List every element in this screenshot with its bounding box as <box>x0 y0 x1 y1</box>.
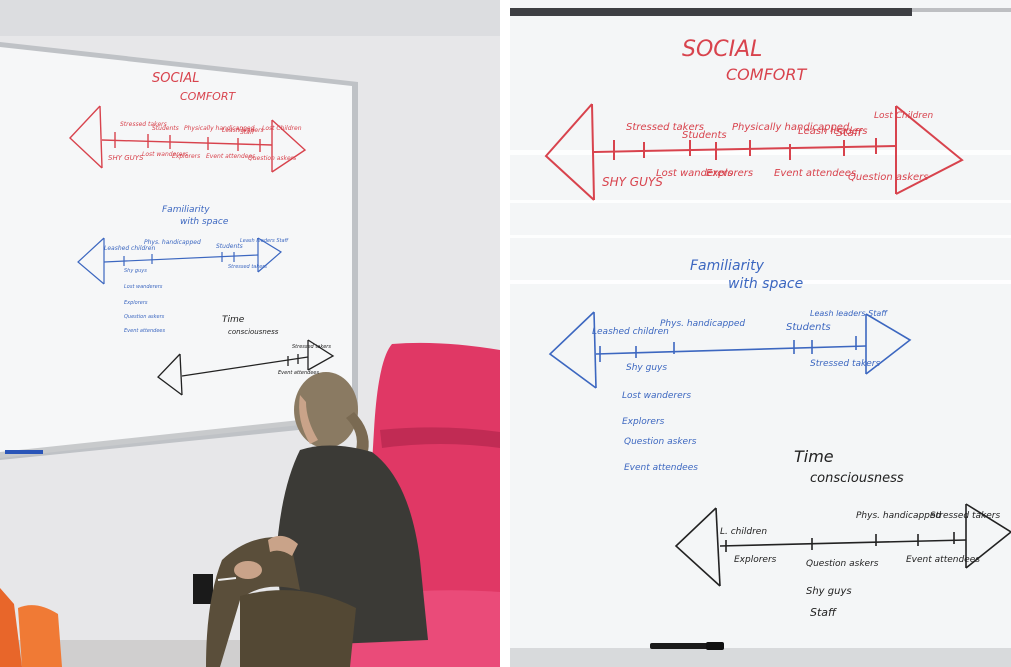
sc-top-0-closeup: Stressed takers <box>626 122 704 133</box>
fam-title-2-closeup: with space <box>728 276 803 292</box>
right-photo: SOCIAL COMFORT Stressed takers Students … <box>510 0 1011 667</box>
sc-top-5-closeup: Lost Children <box>874 111 934 121</box>
fam-title-1-closeup: Familiarity <box>690 258 765 274</box>
fam-top-1: Phys. handicapped <box>144 239 201 246</box>
sc-bot-0: SHY GUYS <box>108 154 144 162</box>
sc-bot-3: Event attendees <box>206 153 255 160</box>
sc-top-3-closeup: Leash leaders <box>798 126 867 137</box>
left-photo: SOCIAL COMFORT Stressed takers Students … <box>0 0 500 667</box>
sc-top-3: Leash leaders <box>222 127 264 134</box>
seated-person <box>206 372 428 667</box>
time-bot-2: Event attendees <box>278 370 319 376</box>
fam-top-1-closeup: Phys. handicapped <box>660 319 745 329</box>
fam-list-0-closeup: Shy guys <box>626 363 667 373</box>
fam-top-2: Students <box>216 243 243 250</box>
sc-top-1-closeup: Students <box>682 130 727 141</box>
time-title-2: consciousness <box>228 328 279 336</box>
time-top-1-closeup: Stressed takers <box>930 511 1000 521</box>
fam-list-4-closeup: Event attendees <box>624 463 698 473</box>
time-top-1: Stressed takers <box>292 344 331 350</box>
time-title-1: Time <box>222 315 245 325</box>
fam-top-2-closeup: Students <box>786 322 831 333</box>
sc-title-2: COMFORT <box>180 90 236 103</box>
sc-bot-3-closeup: Event attendees <box>774 168 856 179</box>
sc-top-1: Students <box>152 125 179 132</box>
fam-bot-0: Stressed takers <box>228 264 267 270</box>
sc-title-1: SOCIAL <box>152 71 200 86</box>
fam-top-0: Leashed children <box>104 245 155 252</box>
time-title-1-closeup: Time <box>794 447 834 466</box>
time-bot-0-closeup: L. children <box>720 527 767 537</box>
fam-list-4: Event attendees <box>124 328 165 334</box>
fam-list-1-closeup: Lost wanderers <box>622 391 691 401</box>
time-bot-2-closeup: Event attendees <box>906 555 980 565</box>
fam-list-2-closeup: Explorers <box>622 417 665 427</box>
sc-top-2: Physically handicapped <box>184 125 255 132</box>
fam-title-1: Familiarity <box>162 205 210 215</box>
time-stack-2: Staff <box>810 606 837 619</box>
fam-top-3-closeup: Leash leaders Staff <box>810 309 888 318</box>
time-stack-0: Question askers <box>806 559 879 569</box>
fam-list-1: Lost wanderers <box>124 284 163 290</box>
whiteboard <box>510 0 1011 667</box>
fam-title-2: with space <box>180 217 229 227</box>
sc-top-4-closeup: Staff <box>836 126 863 139</box>
sc-bot-1-closeup: Lost wanderers <box>656 168 733 179</box>
time-title-2-closeup: consciousness <box>810 471 904 486</box>
fam-top-0-closeup: Leashed children <box>592 327 669 337</box>
time-stack-1: Shy guys <box>806 586 852 597</box>
sc-top-0: Stressed takers <box>120 121 167 128</box>
right-board-text: SOCIAL COMFORT Stressed takers Students … <box>592 37 1000 619</box>
sc-bot-1: Lost wanderers <box>142 151 188 158</box>
right-scene <box>510 0 1011 667</box>
sc-bot-4: Question askers <box>248 155 296 162</box>
left-scene <box>0 0 500 667</box>
sc-top-4: Staff <box>240 129 255 136</box>
whiteboard <box>0 47 352 454</box>
fam-bot-0-closeup: Stressed takers <box>810 359 880 369</box>
sc-bot-2: Explorers <box>172 153 200 160</box>
sc-bot-0-closeup: SHY GUYS <box>602 175 663 189</box>
left-board-text: SOCIAL COMFORT Stressed takers Students … <box>104 71 331 376</box>
fam-top-3: Leash leaders Staff <box>240 238 290 244</box>
time-bot-1-closeup: Explorers <box>734 555 777 565</box>
fam-list-0: Shy guys <box>124 268 147 274</box>
sc-bot-4-closeup: Question askers <box>848 172 929 183</box>
time-top-0-closeup: Phys. handicapped <box>856 511 941 521</box>
sc-bot-2-closeup: Explorers <box>706 168 753 179</box>
fam-list-3-closeup: Question askers <box>624 437 697 447</box>
fam-list-3: Question askers <box>124 314 165 320</box>
sc-title-2-closeup: COMFORT <box>726 65 807 84</box>
sc-top-5: Lost Children <box>262 125 302 132</box>
fam-list-2: Explorers <box>124 300 148 306</box>
sc-top-2-closeup: Physically handicapped <box>732 122 850 133</box>
sc-title-1-closeup: SOCIAL <box>682 37 762 62</box>
